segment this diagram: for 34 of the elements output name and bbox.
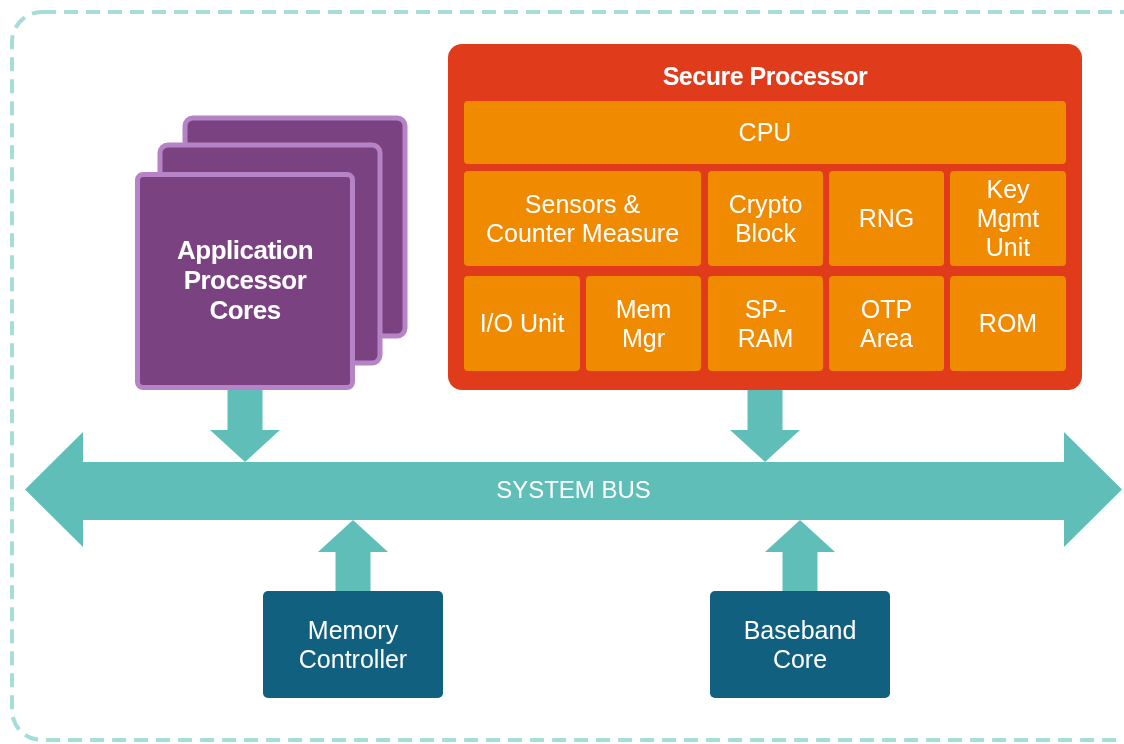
peripheral-box [710, 591, 890, 698]
block-label: I/O Unit [479, 309, 565, 338]
function-block [829, 276, 944, 371]
function-block [829, 171, 944, 266]
block-arrow [318, 520, 388, 591]
block-arrow [210, 390, 280, 462]
core-label: Application Processor Cores [175, 236, 315, 326]
function-block [464, 171, 701, 266]
block-label: Sensors & Counter Measure [484, 189, 681, 248]
secure-processor-panel [448, 44, 1082, 390]
function-block [586, 276, 701, 371]
function-block [950, 171, 1066, 266]
block-label: OTP Area [859, 294, 914, 353]
function-block [464, 276, 580, 371]
block-label: Mem Mgr [614, 294, 673, 353]
block-label: Key Mgmt Unit [975, 175, 1041, 262]
system-bus [25, 432, 1122, 547]
block-label: CPU [738, 118, 792, 147]
peripheral-box [263, 591, 443, 698]
box-label: Baseband Core [742, 615, 858, 674]
block-arrow [765, 520, 835, 591]
block-label: RNG [858, 204, 915, 233]
block-label: ROM [978, 309, 1038, 338]
block-arrow [730, 390, 800, 462]
box-label: Memory Controller [297, 615, 409, 674]
bus-label: SYSTEM BUS [496, 475, 651, 504]
function-block [464, 101, 1066, 164]
function-block [950, 276, 1066, 371]
panel-title: Secure Processor [662, 62, 868, 91]
block-label: SP-RAM [736, 294, 795, 353]
processor-core-box [135, 172, 355, 390]
block-label: Crypto Block [727, 189, 804, 248]
function-block [708, 171, 823, 266]
function-block [708, 276, 823, 371]
